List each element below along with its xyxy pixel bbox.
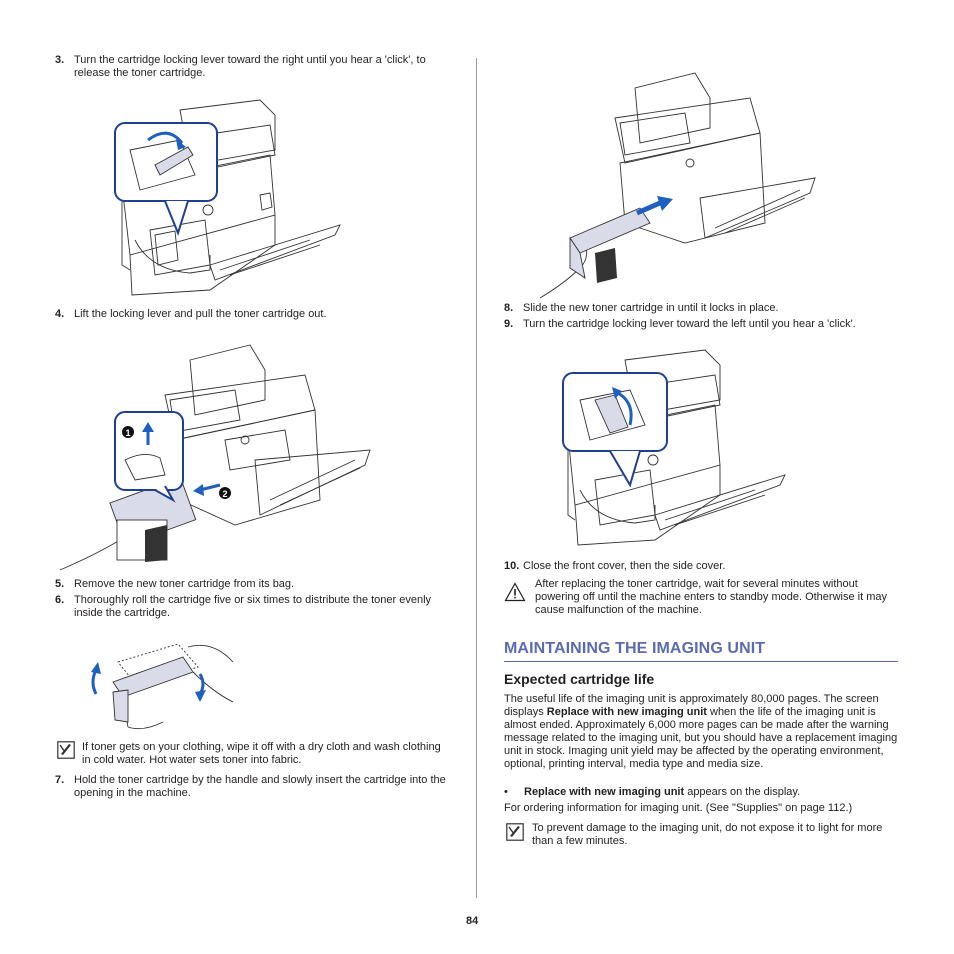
illustration-roll-cartridge (91, 643, 234, 730)
callout-2: 2 (222, 489, 227, 499)
illustration-insert-cartridge (539, 72, 816, 299)
ordering-info: For ordering information for imaging uni… (504, 802, 853, 814)
step-text: Slide the new toner cartridge in until i… (523, 302, 779, 314)
note-icon (506, 823, 524, 841)
step-number: 6. (55, 594, 65, 606)
caution-text: After replacing the toner cartridge, wai… (535, 578, 887, 616)
note-imaging-light: To prevent damage to the imaging unit, d… (532, 822, 883, 847)
step-number: 8. (504, 302, 514, 314)
bullet-mark: • (504, 786, 508, 798)
warning-icon (504, 582, 526, 602)
section-rule (504, 661, 898, 662)
subsection-title: Expected cartridge life (504, 671, 655, 687)
step-number: 9. (504, 318, 514, 330)
step-text: Turn the cartridge locking lever toward … (74, 54, 426, 79)
step-number: 7. (55, 774, 65, 786)
para-bold: Replace with new imaging unit (546, 706, 707, 718)
step-number: 4. (55, 308, 65, 320)
step-number: 3. (55, 54, 65, 66)
step-text: Turn the cartridge locking lever toward … (523, 318, 856, 330)
note-icon (57, 741, 75, 759)
illustration-turn-lever-right (114, 99, 341, 296)
bullet-bold: Replace with new imaging unit (524, 786, 685, 798)
illustration-turn-lever-left (562, 349, 786, 546)
step-text: Thoroughly roll the cartridge five or si… (74, 594, 432, 619)
callout-1: 1 (125, 428, 130, 438)
section-title: MAINTAINING THE IMAGING UNIT (504, 640, 766, 657)
step-number: 5. (55, 578, 65, 590)
column-divider (476, 58, 477, 898)
para-text: when the life of the imaging unit is alm… (504, 706, 898, 770)
page-number: 84 (466, 915, 479, 927)
note-toner-clothing: If toner gets on your clothing, wipe it … (82, 741, 441, 766)
step-text: Hold the toner cartridge by the handle a… (74, 774, 446, 799)
imaging-life-paragraph: The useful life of the imaging unit is a… (504, 693, 900, 771)
bullet-text: Replace with new imaging unit appears on… (524, 786, 900, 799)
step-text: Lift the locking lever and pull the tone… (74, 308, 327, 320)
step-text: Close the front cover, then the side cov… (523, 560, 726, 572)
step-text: Remove the new toner cartridge from its … (74, 578, 295, 590)
step-number: 10. (504, 560, 520, 572)
illustration-pull-cartridge-out: 1 2 (59, 344, 371, 571)
bullet-rest: appears on the display. (684, 786, 801, 798)
para-text: The useful life of the imaging unit is a… (504, 693, 879, 718)
